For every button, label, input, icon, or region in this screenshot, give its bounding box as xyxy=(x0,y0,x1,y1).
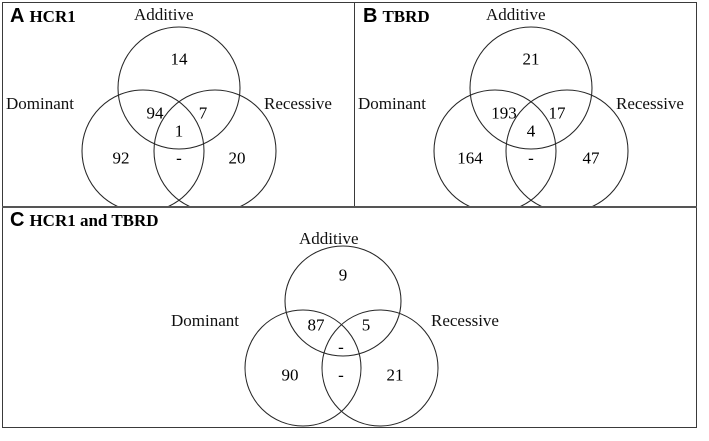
panel-a-count-additive-recessive: 7 xyxy=(198,103,208,123)
panel-b-count-additive-recessive: 17 xyxy=(548,103,566,123)
panel-c-venn-ellipses xyxy=(244,245,439,427)
circle-dominant xyxy=(433,89,557,206)
panel-b-label-recessive: Recessive xyxy=(616,94,684,113)
panel-a-count-all-three: 1 xyxy=(174,121,184,141)
panel-a-count-recessive-only: 20 xyxy=(228,148,246,168)
panel-b-label-additive: Additive xyxy=(486,5,546,24)
panel-c-count-additive-recessive: 5 xyxy=(361,315,371,335)
circle-dominant xyxy=(81,89,205,206)
panel-c-label-additive: Additive xyxy=(299,229,359,248)
panel-a-count-dominant-only: 92 xyxy=(112,148,130,168)
panel-a-count-additive-only: 14 xyxy=(170,49,188,69)
panel-a-venn-circles xyxy=(81,26,277,206)
panel-c-count-additive-only: 9 xyxy=(338,265,348,285)
panel-c-count-dominant-only: 90 xyxy=(281,365,299,385)
panel-c-count-all-three: - xyxy=(338,337,344,357)
panel-b-letter: B xyxy=(363,5,378,27)
panel-b-label-dominant: Dominant xyxy=(358,94,426,113)
panel-a-title: HCR1 xyxy=(29,7,76,26)
panel-a-label-additive: Additive xyxy=(134,5,194,24)
circle-additive xyxy=(117,26,241,150)
panel-b-count-dominant-recessive: - xyxy=(528,148,534,168)
panel-a-label-dominant: Dominant xyxy=(6,94,74,113)
panel-a-label-recessive: Recessive xyxy=(264,94,332,113)
circle-additive xyxy=(469,26,593,150)
ellipse-recessive xyxy=(321,309,439,427)
panel-c-letter: C xyxy=(10,209,25,231)
ellipse-additive xyxy=(284,245,402,357)
panel-c-count-additive-dominant: 87 xyxy=(307,315,325,335)
panel-b-count-additive-only: 21 xyxy=(522,49,540,69)
panel-c-label-dominant: Dominant xyxy=(171,311,239,330)
panel-a-count-additive-dominant: 94 xyxy=(146,103,164,123)
panel-b-venn-circles xyxy=(433,26,629,206)
panel-b-count-dominant-only: 164 xyxy=(457,148,483,168)
panel-b-count-recessive-only: 47 xyxy=(582,148,600,168)
panel-a-count-dominant-recessive: - xyxy=(176,148,182,168)
panel-c-count-recessive-only: 21 xyxy=(386,365,404,385)
panel-divider-vertical xyxy=(354,2,356,207)
panel-b-count-all-three: 4 xyxy=(526,121,536,141)
panel-b-title: TBRD xyxy=(382,7,430,26)
panel-divider-horizontal xyxy=(2,206,697,208)
panel-c-count-dominant-recessive: - xyxy=(338,365,344,385)
circle-recessive xyxy=(505,89,629,206)
circle-recessive xyxy=(153,89,277,206)
panel-c-label-recessive: Recessive xyxy=(431,311,499,330)
ellipse-dominant xyxy=(244,309,362,427)
panel-b-count-additive-dominant: 193 xyxy=(491,103,517,123)
panel-a-letter: A xyxy=(10,5,25,27)
panel-c-title: HCR1 and TBRD xyxy=(29,211,159,230)
